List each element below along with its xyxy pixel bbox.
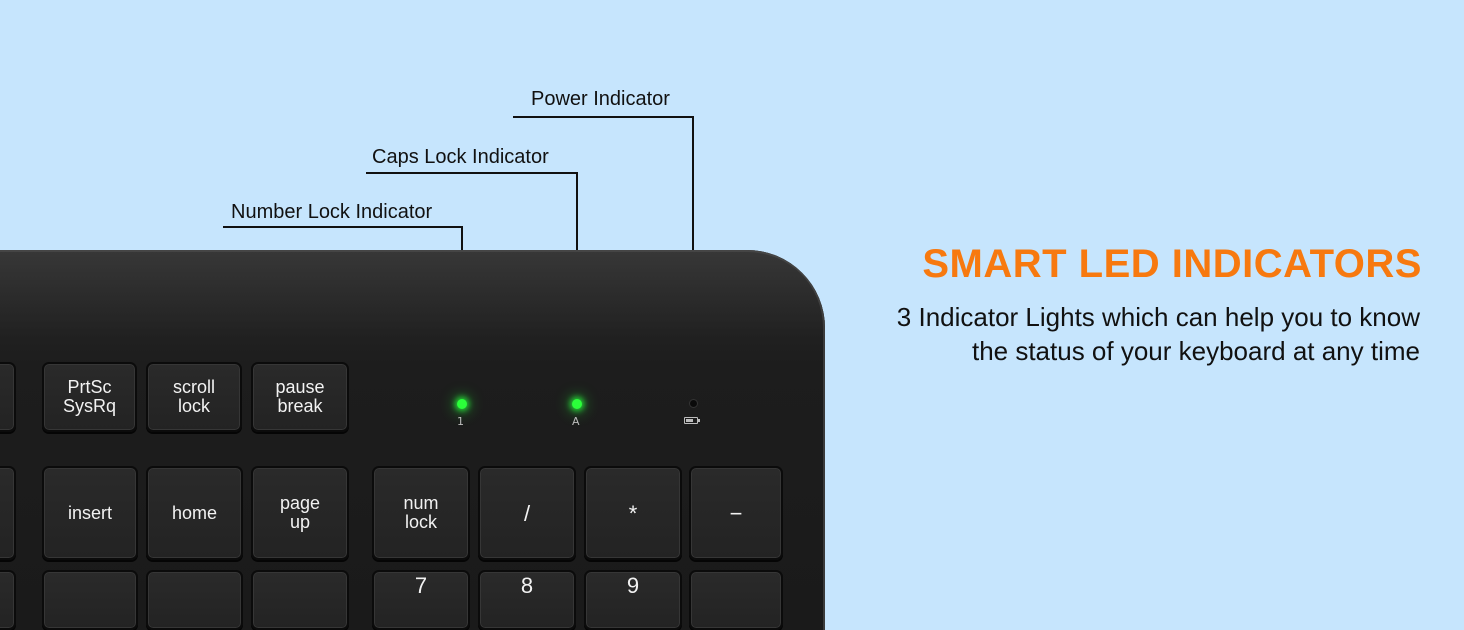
key-numpad-8[interactable]: 8 bbox=[478, 570, 576, 630]
key-numpad-minus[interactable]: − bbox=[689, 466, 783, 560]
number-leader-horizontal bbox=[223, 226, 463, 228]
key-pageup-line1: page bbox=[279, 493, 321, 513]
caps-lock-led bbox=[572, 399, 582, 409]
key-9-label: 9 bbox=[626, 573, 640, 598]
number-lock-led bbox=[457, 399, 467, 409]
key-7-label: 7 bbox=[414, 573, 428, 598]
power-led bbox=[690, 400, 697, 407]
power-leader-horizontal bbox=[513, 116, 694, 118]
key-minus-label: − bbox=[729, 500, 743, 526]
key-scroll-lock[interactable]: scroll lock bbox=[146, 362, 242, 432]
key-home[interactable]: home bbox=[146, 466, 243, 560]
description-line-1: 3 Indicator Lights which can help you to… bbox=[896, 302, 1420, 332]
key-prtsc-line1: PrtSc bbox=[67, 377, 112, 397]
key-page-up[interactable]: page up bbox=[251, 466, 349, 560]
product-scene: Power Indicator Caps Lock Indicator Numb… bbox=[0, 88, 1422, 630]
key-numlock-line1: num bbox=[403, 493, 439, 513]
description: 3 Indicator Lights which can help you to… bbox=[800, 300, 1420, 368]
key-bottom-1[interactable] bbox=[42, 570, 138, 630]
key-bottom-3[interactable] bbox=[251, 570, 349, 630]
key-slash-label: / bbox=[523, 500, 531, 526]
key-partial-left-top[interactable] bbox=[0, 362, 16, 432]
key-numpad-plus-top[interactable] bbox=[689, 570, 783, 630]
key-prtsc-line2: SysRq bbox=[62, 396, 116, 416]
battery-icon bbox=[684, 417, 700, 424]
headline: SMART LED INDICATORS bbox=[922, 242, 1422, 286]
key-numlock-line2: lock bbox=[404, 512, 437, 532]
caps-lock-glyph: A bbox=[572, 415, 580, 428]
key-prtsc-sysrq[interactable]: PrtSc SysRq bbox=[42, 362, 137, 432]
number-lock-indicator-label: Number Lock Indicator bbox=[231, 201, 433, 223]
key-bottom-2[interactable] bbox=[146, 570, 243, 630]
key-numpad-asterisk[interactable]: * bbox=[584, 466, 682, 560]
description-line-2: the status of your keyboard at any time bbox=[971, 336, 1420, 366]
caps-leader-horizontal bbox=[366, 172, 578, 174]
key-numpad-7[interactable]: 7 bbox=[372, 570, 470, 630]
key-num-lock[interactable]: num lock bbox=[372, 466, 470, 560]
key-insert-label: insert bbox=[67, 502, 112, 523]
key-asterisk-label: * bbox=[628, 500, 638, 526]
key-scroll-line1: scroll bbox=[172, 377, 215, 397]
key-numpad-slash[interactable]: / bbox=[478, 466, 576, 560]
key-pause-line2: break bbox=[277, 396, 323, 416]
key-scroll-line2: lock bbox=[177, 396, 210, 416]
key-numpad-9[interactable]: 9 bbox=[584, 570, 682, 630]
key-pageup-line2: up bbox=[289, 512, 311, 532]
number-lock-glyph: 1 bbox=[457, 415, 464, 428]
key-partial-left-mid[interactable] bbox=[0, 466, 16, 560]
key-8-label: 8 bbox=[520, 573, 534, 598]
key-pause-break[interactable]: pause break bbox=[251, 362, 349, 432]
key-insert[interactable]: insert bbox=[42, 466, 138, 560]
power-indicator-label: Power Indicator bbox=[531, 88, 670, 110]
key-partial-left-bottom[interactable] bbox=[0, 570, 16, 630]
keyboard-body bbox=[0, 250, 825, 630]
key-home-label: home bbox=[171, 502, 218, 523]
caps-lock-indicator-label: Caps Lock Indicator bbox=[372, 146, 549, 168]
key-pause-line1: pause bbox=[275, 377, 325, 397]
